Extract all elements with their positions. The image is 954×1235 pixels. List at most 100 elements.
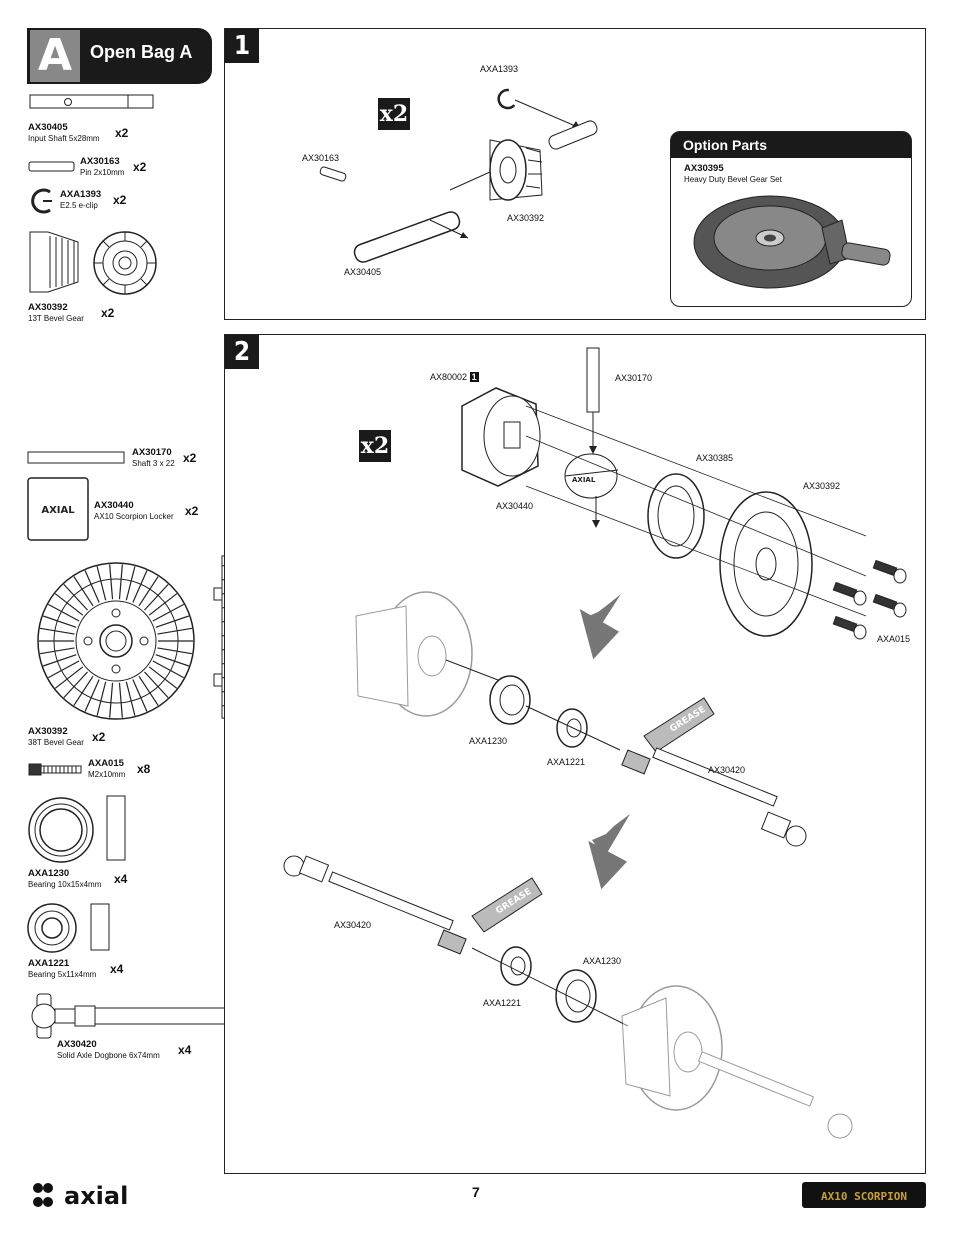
part-code: AXA1393 — [60, 189, 102, 200]
step-1-number: 1 — [225, 29, 259, 63]
part-code: AX30405 — [28, 122, 68, 133]
bearing-large-illustration — [28, 795, 126, 863]
gear-tooth — [138, 576, 159, 607]
gear-tooth — [144, 583, 169, 611]
part-code: AXA015 — [88, 758, 124, 769]
label-bearing-small-2: AXA1221 — [483, 998, 522, 1008]
part-qty: x2 — [113, 193, 127, 207]
part-desc: AX10 Scorpion Locker — [94, 512, 174, 521]
label-bearing-large-2: AXA1230 — [583, 956, 622, 966]
label-gasket: AX30385 — [696, 453, 734, 463]
gear-tooth — [155, 615, 190, 628]
label-input-shaft: AX30405 — [344, 267, 382, 277]
gear-tooth — [148, 666, 178, 689]
option-parts-header: Option Parts — [671, 132, 911, 158]
part-desc: Solid Axle Dogbone 6x74mm — [57, 1051, 160, 1060]
gear-tooth — [109, 564, 114, 600]
gear-tooth — [152, 603, 185, 622]
gear-tooth — [42, 615, 77, 628]
gear-tooth — [125, 681, 136, 716]
gear-tooth — [63, 671, 88, 699]
label-spider-shaft: AX30170 — [615, 373, 653, 383]
step-1-exploded-diagram — [319, 88, 598, 263]
case-marker: 1 — [469, 372, 479, 382]
gear-tooth — [54, 593, 84, 616]
label-bearing-small-1: AXA1221 — [547, 757, 586, 767]
label-locker: AX30440 — [496, 501, 534, 511]
part-qty: x2 — [183, 451, 197, 465]
part-desc: E2.5 e-clip — [60, 201, 98, 210]
part-desc: Input Shaft 5x28mm — [28, 134, 100, 143]
product-logo-text: AX10 SCORPION — [821, 1190, 907, 1203]
pin-illustration — [28, 161, 75, 172]
ring-gear-front-illustration — [37, 562, 195, 720]
gear-tooth — [39, 647, 75, 655]
gear-tooth — [118, 564, 123, 600]
part-qty: x8 — [137, 762, 151, 776]
shaft-illustration — [27, 451, 125, 464]
gear-tooth — [132, 679, 148, 712]
part-qty: x2 — [101, 306, 115, 320]
part-code: AX30420 — [57, 1039, 97, 1050]
part-code: AX30170 — [132, 447, 172, 458]
label-pin: AX30163 — [302, 153, 340, 163]
screw-illustration — [28, 763, 82, 776]
part-qty: x4 — [110, 962, 124, 976]
page-number: 7 — [472, 1184, 480, 1200]
part-qty: x2 — [115, 126, 129, 140]
label-dogbone-2: AX30420 — [334, 920, 372, 930]
gear-tooth — [155, 654, 190, 667]
gear-tooth — [109, 682, 114, 718]
gear-tooth — [73, 576, 94, 607]
gear-tooth — [84, 570, 100, 603]
axial-logo: axial — [33, 1182, 128, 1210]
pinion-gear-front-illustration — [93, 231, 157, 295]
label-eclip: AXA1393 — [480, 64, 519, 74]
label-ring-gear: AX30392 — [803, 481, 841, 491]
gear-tooth — [138, 675, 159, 706]
gear-tooth — [73, 675, 94, 706]
gear-tooth — [157, 647, 193, 655]
part-qty: x4 — [178, 1043, 192, 1057]
label-screws: AXA015 — [877, 634, 911, 644]
part-code: AXA1230 — [28, 868, 70, 879]
part-qty: x2 — [92, 730, 106, 744]
bag-letter: A — [30, 30, 80, 82]
pinion-gear-side-illustration — [29, 231, 79, 293]
part-desc: Shaft 3 x 22 — [132, 459, 175, 468]
option-part-code: AX30395 — [684, 163, 724, 174]
gear-tooth — [125, 566, 136, 601]
part-qty: x2 — [185, 504, 199, 518]
option-part-desc: Heavy Duty Bevel Gear Set — [684, 175, 782, 184]
locker-illustration: AXIAL — [27, 477, 89, 541]
heavy-duty-gear-set-illustration — [693, 195, 891, 289]
gear-tooth — [96, 566, 107, 601]
svg-text:AXIAL: AXIAL — [572, 476, 596, 484]
gear-tooth — [39, 627, 75, 635]
svg-text:AXIAL: AXIAL — [41, 505, 75, 516]
part-code: AX30392 — [28, 726, 68, 737]
ax10-scorpion-logo: AX10 SCORPION — [802, 1182, 926, 1208]
axial-logo-text: axial — [64, 1182, 128, 1210]
bag-title: Open Bag A — [90, 42, 193, 62]
step-2-number: 2 — [225, 335, 259, 369]
part-code: AX30163 — [80, 156, 120, 167]
step-2-quantity-badge: x2 — [359, 430, 391, 462]
gear-tooth — [132, 570, 148, 603]
label-diff-case: AX80002 1 — [430, 372, 479, 382]
gear-tooth — [47, 660, 80, 679]
part-desc: Bearing 5x11x4mm — [28, 970, 97, 979]
part-code: AX30440 — [94, 500, 134, 511]
bearing-small-illustration — [27, 903, 110, 953]
part-desc: 38T Bevel Gear — [28, 738, 84, 747]
part-qty: x4 — [114, 872, 128, 886]
part-desc: 13T Bevel Gear — [28, 314, 84, 323]
gear-tooth — [63, 583, 88, 611]
part-desc: Bearing 10x15x4mm — [28, 880, 102, 889]
gear-tooth — [152, 660, 185, 679]
gear-tooth — [54, 666, 84, 689]
step-1-quantity-badge: x2 — [378, 98, 410, 130]
gear-tooth — [144, 671, 169, 699]
input-shaft-illustration — [29, 94, 154, 109]
label-pinion-gear: AX30392 — [507, 213, 545, 223]
